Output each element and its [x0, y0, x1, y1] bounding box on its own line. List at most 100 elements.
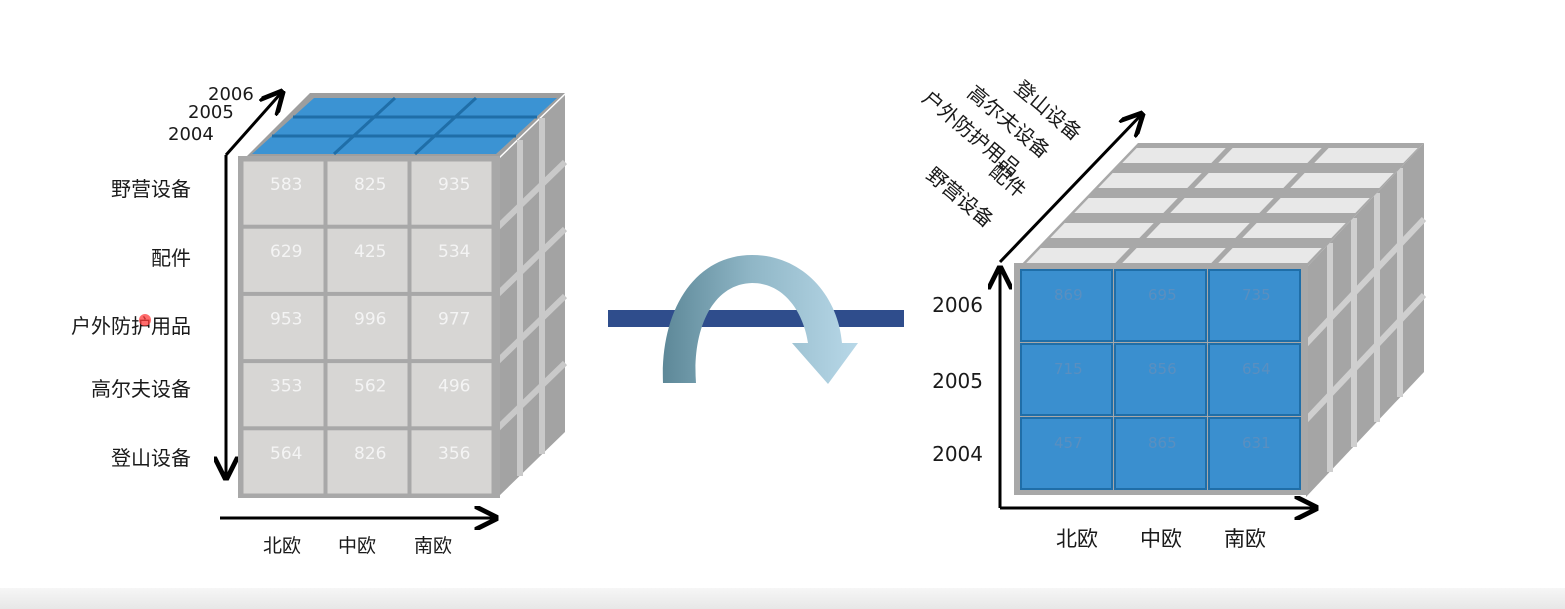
right-cube: 869 695 735 715 856 654 457 865 631	[1014, 143, 1427, 497]
left-cell	[243, 161, 324, 225]
left-cell-value: 583	[270, 175, 302, 195]
right-cell	[1020, 417, 1113, 490]
right-cell	[1114, 269, 1207, 342]
left-cell-value: 996	[354, 309, 386, 329]
right-cube-side-grid	[1303, 168, 1427, 472]
left-cell-value: 496	[438, 377, 470, 397]
left-cell-value: 629	[270, 242, 302, 262]
right-cell-value: 695	[1148, 286, 1177, 304]
bottom-strip	[0, 588, 1565, 609]
left-cube-side-face	[498, 95, 565, 497]
right-cube-side-face	[1306, 143, 1424, 497]
left-cube-side-grid	[495, 118, 568, 476]
left-region-label: 中欧	[338, 535, 376, 557]
left-year-label: 2004	[168, 124, 214, 145]
right-product-labels: 登山设备 高尔夫设备 户外防护用品 配件 野营设备	[918, 75, 1087, 232]
right-top-cell	[1218, 248, 1322, 263]
left-cell-value: 564	[270, 444, 302, 464]
right-cube-top-cells	[1026, 148, 1418, 263]
left-cell-value: 425	[354, 242, 386, 262]
left-cell-value: 562	[354, 377, 386, 397]
rotation-arc-arrow	[662, 255, 858, 384]
right-top-cell	[1026, 248, 1130, 263]
left-product-label: 野营设备	[111, 177, 191, 201]
right-cell	[1208, 343, 1301, 416]
right-top-cell	[1098, 173, 1202, 188]
left-region-label: 北欧	[263, 535, 301, 557]
right-cell	[1020, 343, 1113, 416]
rotation-bar	[608, 310, 904, 327]
left-cube-top-blue	[252, 98, 557, 154]
right-product-axis	[998, 114, 1142, 264]
cursor-highlight-dot	[139, 314, 151, 326]
left-cell	[411, 228, 492, 292]
right-year-label: 2004	[932, 442, 983, 466]
right-top-cell	[1050, 223, 1154, 238]
right-cell	[1114, 343, 1207, 416]
right-cell-value: 856	[1148, 360, 1177, 378]
left-cell-value: 534	[438, 242, 470, 262]
right-cell	[1208, 269, 1301, 342]
left-cube-top-grid	[272, 96, 537, 156]
right-cell-value: 735	[1242, 286, 1271, 304]
left-cell	[327, 363, 408, 427]
right-region-label: 北欧	[1056, 527, 1098, 551]
left-axes	[220, 92, 496, 518]
right-year-label: 2006	[932, 293, 983, 317]
right-region-label: 中欧	[1140, 527, 1182, 551]
right-top-cell	[1074, 198, 1178, 213]
left-product-label: 登山设备	[111, 446, 191, 470]
right-cell-value: 457	[1054, 434, 1083, 452]
left-product-label: 高尔夫设备	[91, 377, 191, 401]
left-cell	[327, 295, 408, 360]
right-top-cell	[1146, 223, 1250, 238]
left-cell	[327, 228, 408, 292]
right-top-cell	[1314, 148, 1418, 163]
right-cell-value: 631	[1242, 434, 1271, 452]
right-top-cell	[1242, 223, 1346, 238]
left-cell	[411, 295, 492, 360]
right-top-cell	[1194, 173, 1298, 188]
right-cell	[1208, 417, 1301, 490]
left-cell	[327, 430, 408, 494]
left-cell-value: 826	[354, 444, 386, 464]
right-cell-value: 715	[1054, 360, 1083, 378]
right-top-cell	[1122, 148, 1226, 163]
right-region-labels: 北欧 中欧 南欧	[1056, 527, 1266, 551]
left-region-label: 南欧	[414, 535, 452, 557]
right-cell	[1114, 417, 1207, 490]
right-top-cell	[1290, 173, 1394, 188]
right-cell-value: 869	[1054, 286, 1083, 304]
right-axes	[1000, 114, 1316, 508]
left-product-label: 配件	[151, 246, 191, 270]
left-cell	[411, 430, 492, 494]
left-year-label: 2005	[188, 102, 234, 123]
left-year-labels: 2006 2005 2004	[168, 84, 254, 145]
right-cell	[1020, 269, 1113, 342]
left-cell-value: 356	[438, 444, 470, 464]
right-cell-value: 865	[1148, 434, 1177, 452]
left-cell-value: 953	[270, 309, 302, 329]
left-cell	[327, 161, 408, 225]
rotation-symbol	[608, 255, 904, 384]
left-product-label: 户外防护用品	[71, 314, 191, 338]
left-year-axis	[224, 92, 282, 156]
left-region-labels: 北欧 中欧 南欧	[263, 535, 452, 557]
right-year-label: 2005	[932, 369, 983, 393]
left-cell	[243, 295, 324, 360]
right-cell-value: 654	[1242, 360, 1271, 378]
right-top-cell	[1218, 148, 1322, 163]
left-cell	[411, 363, 492, 427]
left-cell-value: 825	[354, 175, 386, 195]
left-cell	[243, 363, 324, 427]
right-region-label: 南欧	[1224, 527, 1266, 551]
left-cell-value: 977	[438, 309, 470, 329]
left-product-labels: 野营设备 配件 户外防护用品 高尔夫设备 登山设备	[71, 177, 191, 470]
right-top-cell	[1170, 198, 1274, 213]
right-top-cell	[1266, 198, 1370, 213]
left-year-label: 2006	[208, 84, 254, 105]
left-cell	[243, 430, 324, 494]
